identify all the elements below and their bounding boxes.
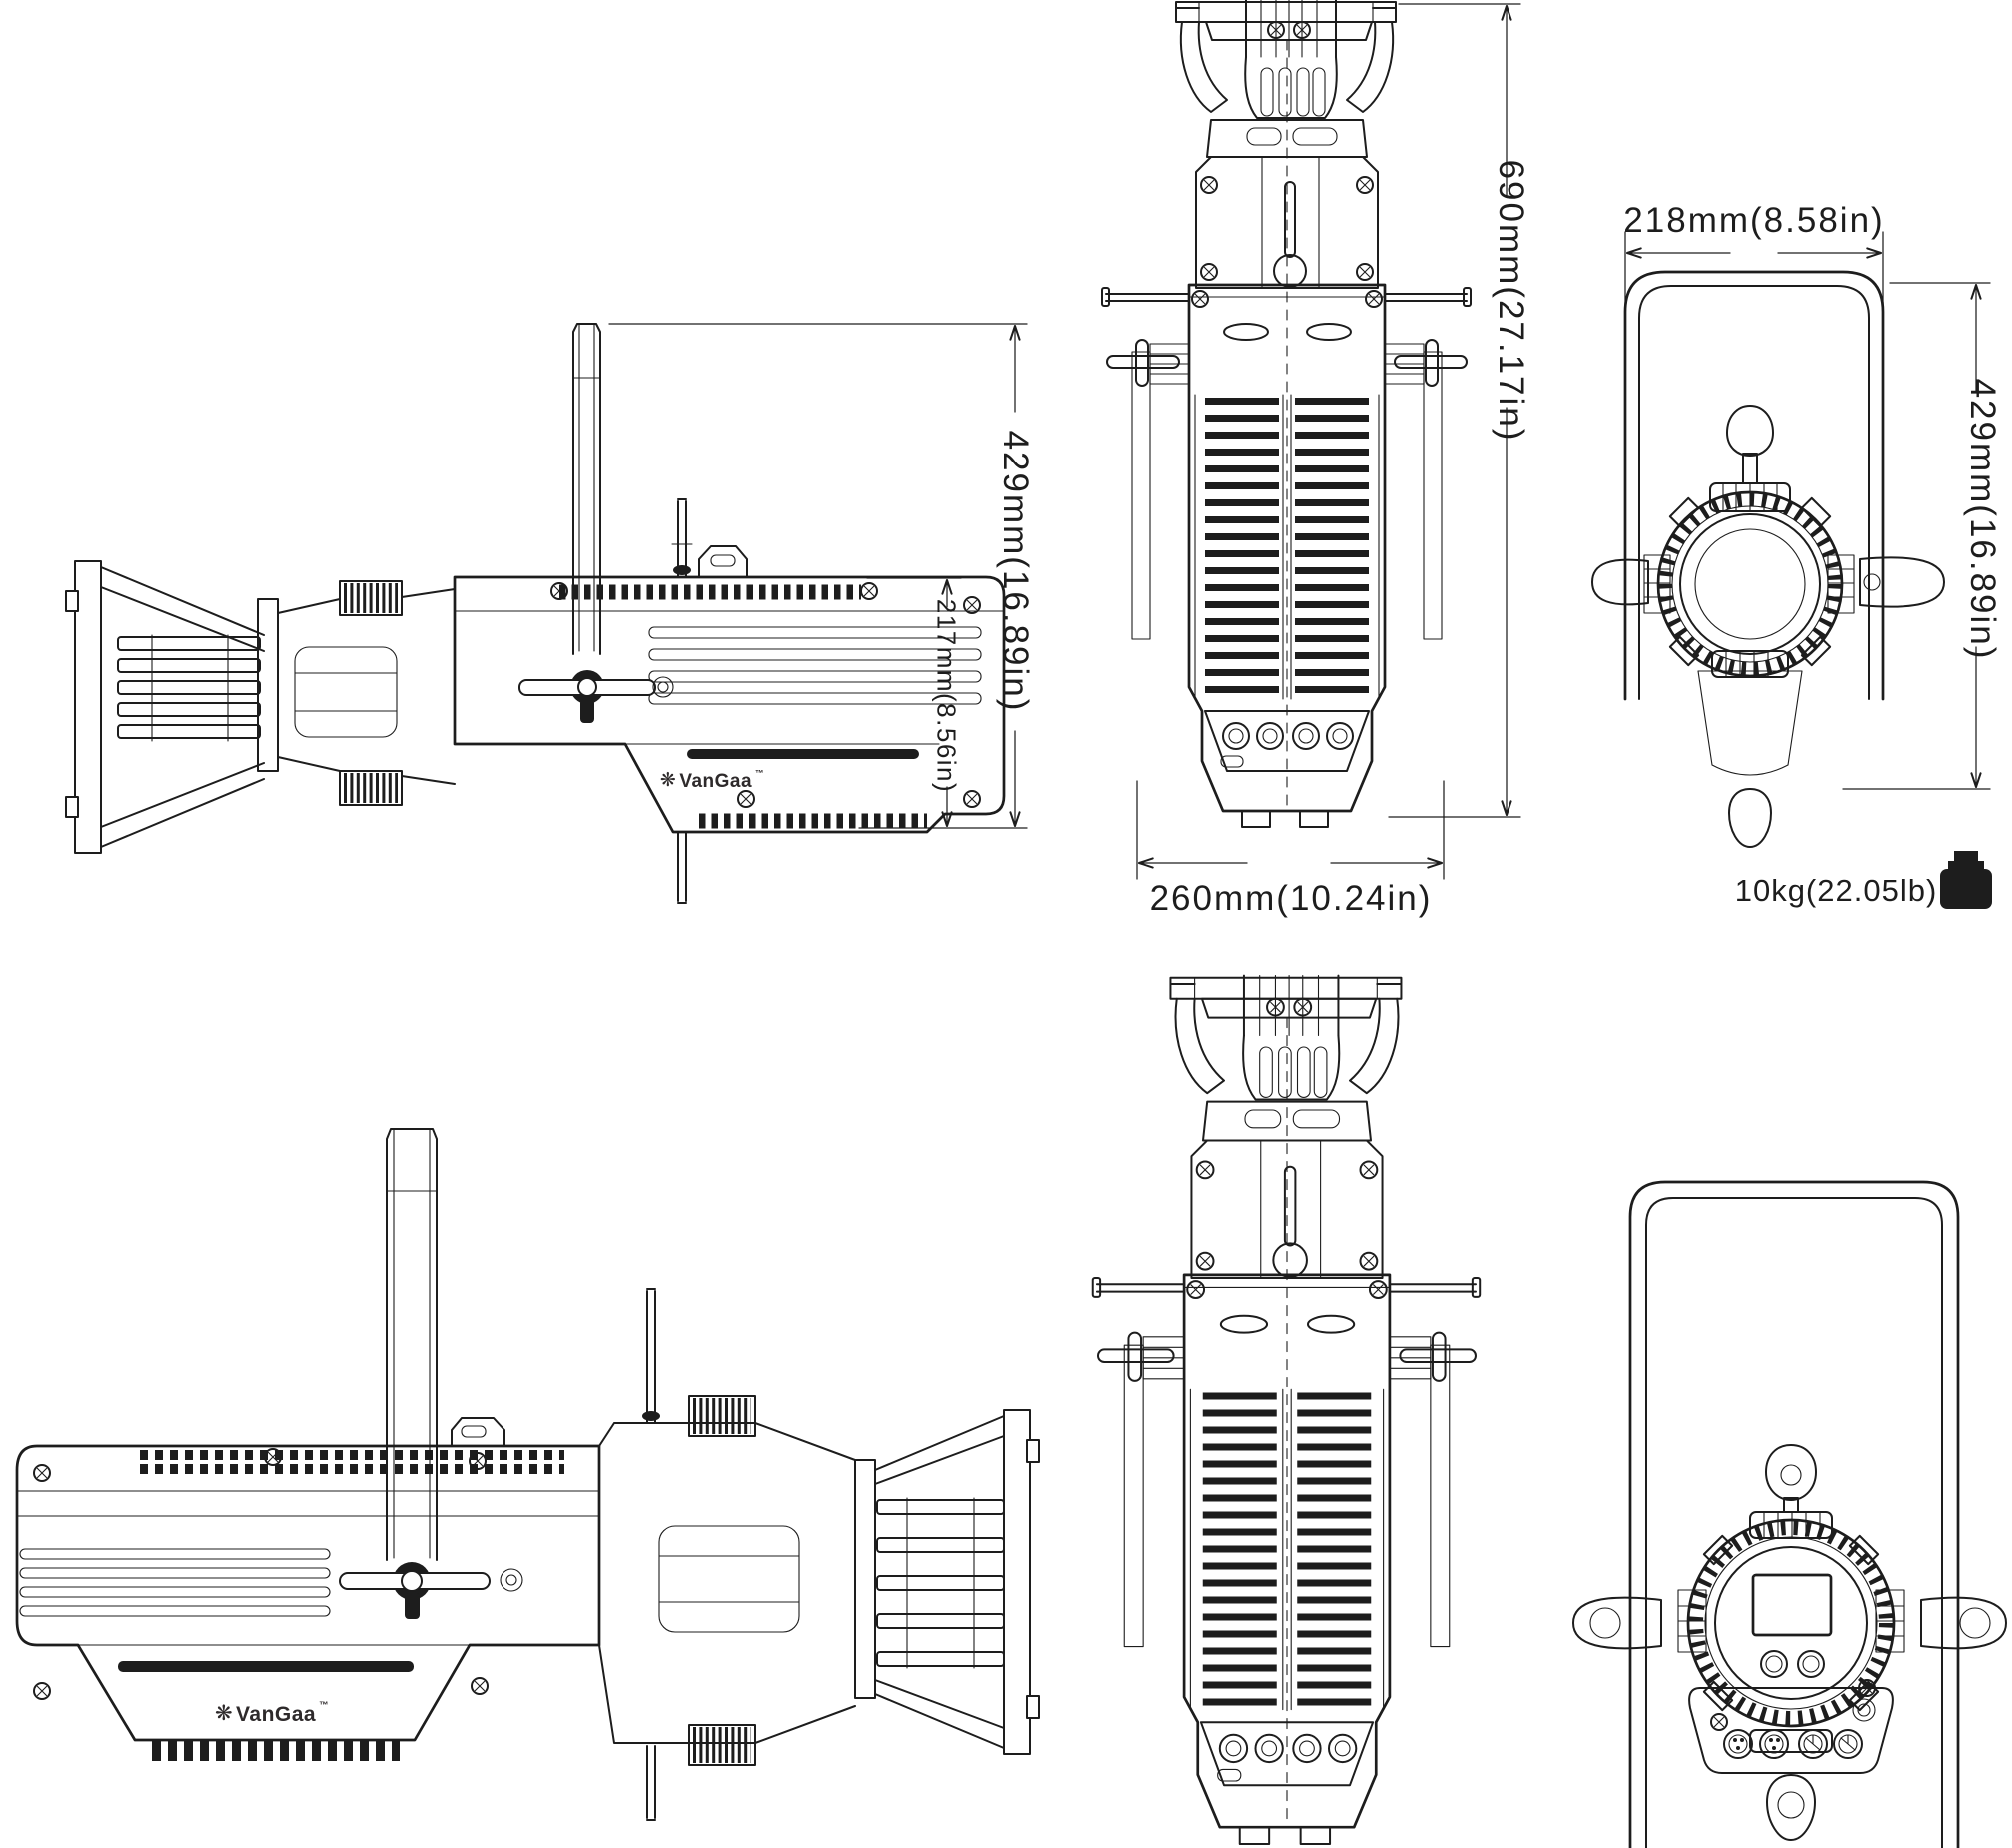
- bottom-slot: [118, 1661, 414, 1672]
- lens-opening: [1695, 529, 1805, 639]
- body-outline-top: [1189, 285, 1385, 811]
- dim-label-side-body-height: 217mm(8.56in): [931, 598, 962, 794]
- dim-label-front-height: 429mm(16.89in): [1963, 378, 2002, 661]
- yoke-arm: [573, 324, 600, 654]
- top-handle-bump: [699, 546, 747, 577]
- lamp-shroud: [1245, 57, 1337, 118]
- connector-panel: [1689, 1688, 1893, 1773]
- dim-label-top-width: 260mm(10.24in): [1149, 879, 1433, 918]
- brand-logo-top: ❋ VanGaa ™: [659, 768, 765, 793]
- gel-holder-front-plate: [1004, 1410, 1030, 1754]
- focus-knob-top: [689, 1396, 755, 1436]
- yoke-crossbar: [1106, 294, 1467, 301]
- side-port: [653, 677, 673, 697]
- bottom-clamp: [1712, 651, 1788, 677]
- yoke-arm: [387, 1129, 437, 1560]
- top-view-bottom: [1093, 976, 1480, 1844]
- body-outline: [17, 1446, 599, 1740]
- bottom-handle: [1729, 789, 1771, 847]
- front-view-top: [1592, 272, 1944, 847]
- weight-label: 10kg(22.05lb): [1734, 873, 1938, 908]
- side-knob-left: [1107, 356, 1179, 368]
- dimension-lines: [609, 4, 1990, 879]
- dim-label-top-length: 690mm(27.17in): [1492, 159, 1530, 443]
- bottom-handle: [1767, 1775, 1815, 1840]
- side-handle-left: [1592, 560, 1648, 605]
- focus-knob-bottom: [340, 771, 402, 805]
- trademark-symbol: ™: [755, 768, 765, 778]
- upper-block: [1196, 157, 1378, 288]
- dim-label-side-height: 429mm(16.89in): [996, 430, 1035, 713]
- lens-barrel: [659, 1526, 799, 1632]
- focus-knob-top: [340, 581, 402, 615]
- yoke: [1625, 272, 1883, 699]
- top-view-top: [1102, 0, 1471, 827]
- connector-plate: [1205, 711, 1369, 771]
- gel-holder-front-plate: [75, 561, 101, 853]
- side-wing-right: [1347, 22, 1393, 112]
- fuse-port: [1853, 1699, 1875, 1721]
- menu-button: [1761, 1651, 1787, 1677]
- ext-lines-top-width: [1137, 781, 1444, 879]
- top-clamp: [1750, 1512, 1832, 1538]
- side-port: [501, 1569, 522, 1591]
- side-handle-right: [1921, 1598, 2006, 1649]
- shutter-blade-handle: [678, 499, 686, 903]
- top-handle: [1727, 406, 1773, 456]
- rear-view-bottom: [1573, 1182, 2006, 1848]
- bottom-slot: [687, 749, 919, 759]
- dmx-in-connector: [1760, 1730, 1788, 1758]
- brand-name: VanGaa: [679, 771, 753, 792]
- focus-knob-bottom: [689, 1725, 755, 1765]
- front-plate-top: [1176, 2, 1396, 22]
- brand-logo-bottom: ❋ VanGaa ™: [214, 1700, 330, 1727]
- side-knob-right: [1395, 356, 1467, 368]
- trademark-symbol: ™: [319, 1700, 330, 1711]
- display-screen: [1753, 1575, 1831, 1635]
- flower-icon: ❋: [659, 770, 677, 791]
- yoke: [1630, 1182, 1958, 1848]
- side-wing-left: [1181, 22, 1227, 112]
- flower-icon: ❋: [214, 1702, 234, 1725]
- dim-label-front-width: 218mm(8.58in): [1623, 201, 1885, 240]
- enter-button: [1798, 1651, 1824, 1677]
- top-knob: [1274, 255, 1306, 287]
- top-handle: [1766, 1445, 1816, 1500]
- shutter-blade-handle: [647, 1289, 655, 1820]
- top-handle-bump: [452, 1418, 504, 1446]
- side-view-top: [66, 324, 1004, 903]
- side-handle-right: [1860, 557, 1944, 606]
- power-in-connector: [1834, 1730, 1862, 1758]
- rear-ring-outer: [1688, 1520, 1894, 1726]
- side-view-bottom: [17, 1129, 1039, 1820]
- lens-barrel: [295, 647, 397, 737]
- dmx-out-connector: [1724, 1730, 1752, 1758]
- brand-name: VanGaa: [236, 1703, 317, 1726]
- weight-icon: [1940, 851, 1992, 909]
- side-handle-left: [1573, 1598, 1661, 1649]
